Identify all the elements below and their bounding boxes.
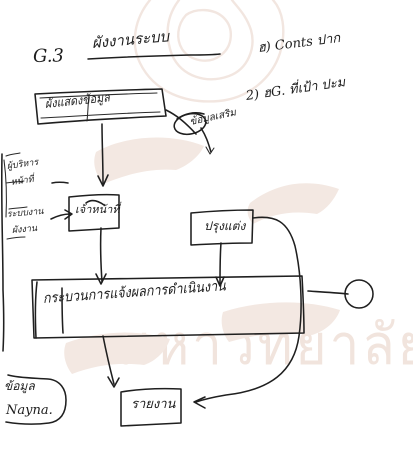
bottom-box [102,335,182,427]
bottom-box-label: รายงาน [131,397,176,412]
bottom-left-bracket [5,374,67,425]
middle-right-box [190,209,254,287]
left-margin-line [0,153,7,352]
bottom-left-note-1: ข้อมูล [4,379,35,393]
heading-underline [87,53,221,60]
middle-right-box-label: ปรุงแต่ง [204,219,246,233]
bottom-left-note-2: Nayna. [6,403,53,418]
diagram-title: G.3 [32,45,65,67]
left-side-marks [5,152,73,240]
middle-left-box [68,193,120,285]
large-process-box [31,275,374,339]
connector-circle [165,109,215,155]
top-box [34,88,167,125]
top-box-arrow-down [97,123,109,187]
watermark-seal [64,0,340,374]
feedback-loop [193,216,302,409]
middle-left-box-label: เจ้าหน้าที่ [75,203,120,216]
